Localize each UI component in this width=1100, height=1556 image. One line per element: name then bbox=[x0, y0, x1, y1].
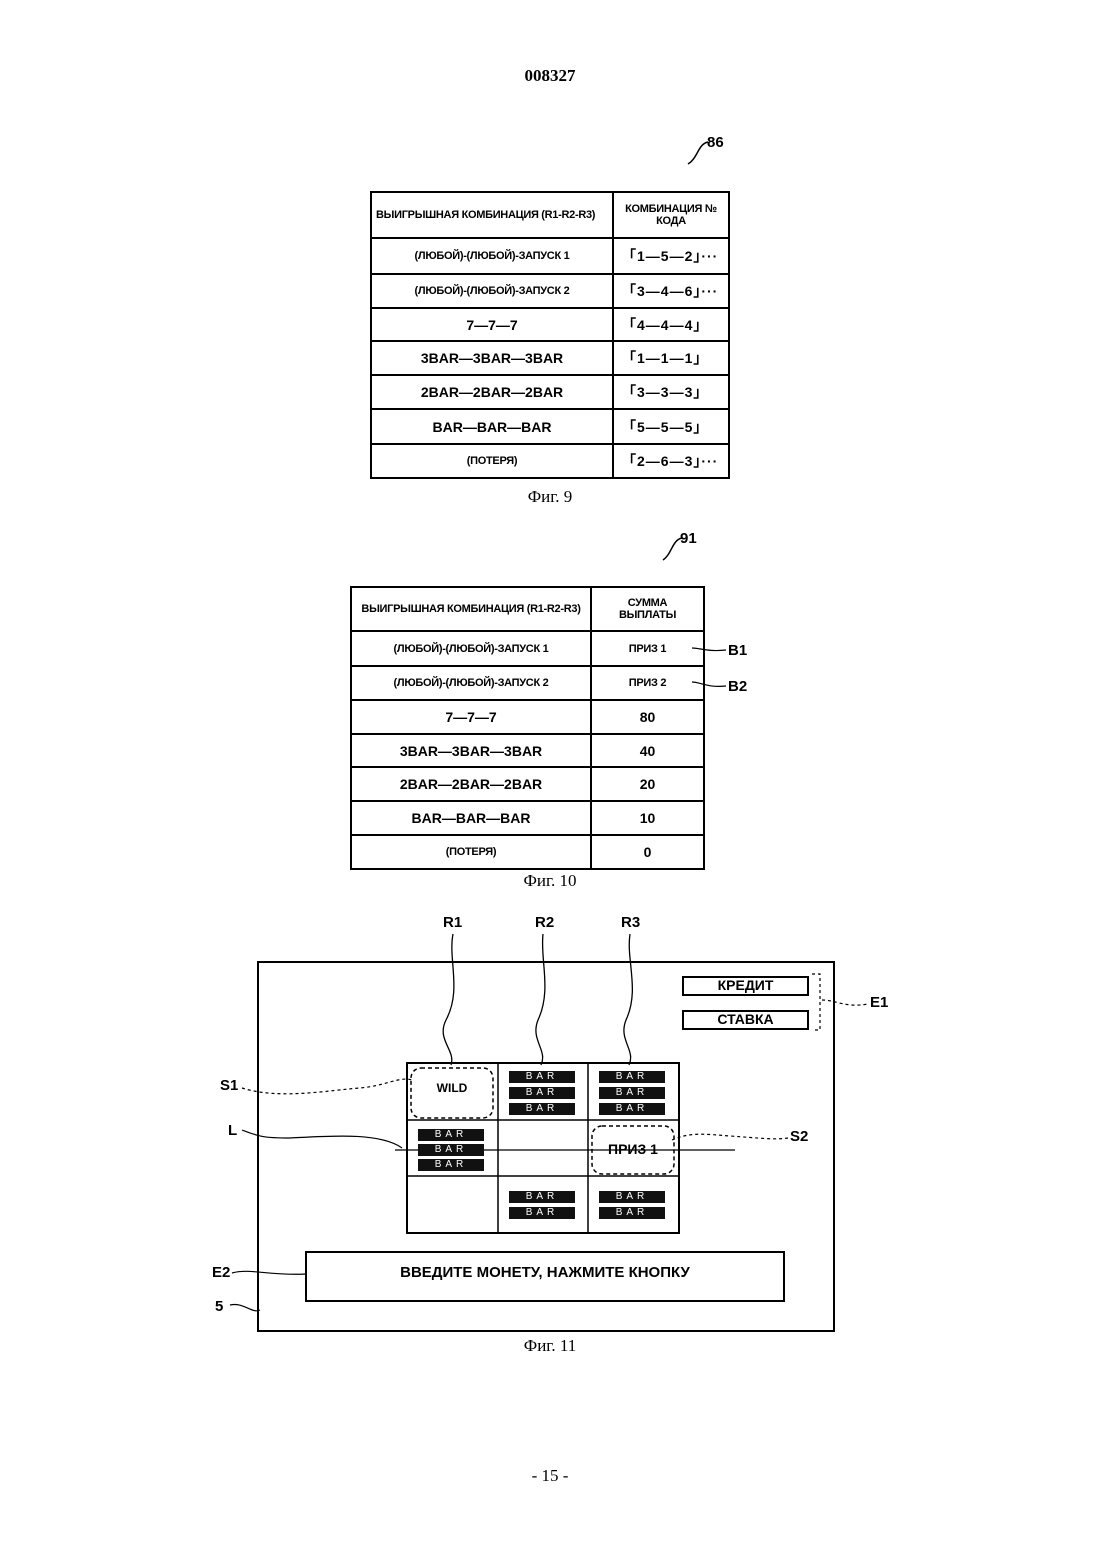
table-row: ВЫИГРЫШНАЯ КОМБИНАЦИЯ (R1-R2-R3) КОМБИНА… bbox=[371, 192, 729, 238]
fig11-caption: Фиг. 11 bbox=[0, 1336, 1100, 1356]
fig10-caption: Фиг. 10 bbox=[0, 871, 1100, 891]
bar-symbol: BAR bbox=[509, 1207, 575, 1219]
table-row: 7—7—780 bbox=[351, 700, 704, 734]
cell: 「5—5—5」 bbox=[613, 409, 729, 444]
header-cell: ВЫИГРЫШНАЯ КОМБИНАЦИЯ (R1-R2-R3) bbox=[351, 587, 591, 631]
table-row: 2BAR—2BAR—2BAR20 bbox=[351, 767, 704, 801]
cell: (ЛЮБОЙ)-(ЛЮБОЙ)-ЗАПУСК 1 bbox=[371, 238, 613, 274]
bar-symbol: BAR bbox=[599, 1103, 665, 1115]
label-b1: B1 bbox=[728, 642, 747, 659]
cell: 10 bbox=[591, 801, 704, 835]
fig10-ref-leader bbox=[660, 536, 688, 566]
bar-symbol: BAR bbox=[599, 1191, 665, 1203]
cell: 「1—5—2」··· bbox=[613, 238, 729, 274]
reel-label-r2: R2 bbox=[535, 914, 554, 931]
fig10-b-leaders bbox=[690, 640, 730, 700]
table-row: (ЛЮБОЙ)-(ЛЮБОЙ)-ЗАПУСК 1「1—5—2」··· bbox=[371, 238, 729, 274]
message-text: ВВЕДИТЕ МОНЕТУ, НАЖМИТЕ КНОПКУ bbox=[306, 1264, 784, 1281]
cell: 20 bbox=[591, 767, 704, 801]
cell: (ЛЮБОЙ)-(ЛЮБОЙ)-ЗАПУСК 2 bbox=[351, 666, 591, 700]
cell: ПРИЗ 2 bbox=[591, 666, 704, 700]
bet-label: СТАВКА bbox=[683, 1011, 808, 1027]
fig9-ref-leader bbox=[684, 140, 714, 170]
fig10-table: ВЫИГРЫШНАЯ КОМБИНАЦИЯ (R1-R2-R3) СУММА В… bbox=[350, 586, 705, 870]
cell: 80 bbox=[591, 700, 704, 734]
label-e1: E1 bbox=[870, 994, 888, 1011]
cell: BAR—BAR—BAR bbox=[371, 409, 613, 444]
header-cell: ВЫИГРЫШНАЯ КОМБИНАЦИЯ (R1-R2-R3) bbox=[371, 192, 613, 238]
cell: 「3—4—6」··· bbox=[613, 274, 729, 308]
header-cell: КОМБИНАЦИЯ № КОДА bbox=[613, 192, 729, 238]
cell: (ЛЮБОЙ)-(ЛЮБОЙ)-ЗАПУСК 2 bbox=[371, 274, 613, 308]
label-s1: S1 bbox=[220, 1077, 238, 1094]
table-row: (ПОТЕРЯ)0 bbox=[351, 835, 704, 869]
bar-symbol: BAR bbox=[509, 1071, 575, 1083]
bar-symbol: BAR bbox=[599, 1207, 665, 1219]
table-row: (ЛЮБОЙ)-(ЛЮБОЙ)-ЗАПУСК 2ПРИЗ 2 bbox=[351, 666, 704, 700]
table-row: 2BAR—2BAR—2BAR「3—3—3」 bbox=[371, 375, 729, 409]
table-row: BAR—BAR—BAR10 bbox=[351, 801, 704, 835]
bar-symbol: BAR bbox=[599, 1087, 665, 1099]
prize-symbol: ПРИЗ 1 bbox=[592, 1141, 674, 1157]
cell: (ПОТЕРЯ) bbox=[351, 835, 591, 869]
credit-label: КРЕДИТ bbox=[683, 977, 808, 993]
reel-label-r1: R1 bbox=[443, 914, 462, 931]
cell: 「4—4—4」 bbox=[613, 308, 729, 341]
table-row: ВЫИГРЫШНАЯ КОМБИНАЦИЯ (R1-R2-R3) СУММА В… bbox=[351, 587, 704, 631]
page-footer-number: - 15 - bbox=[0, 1466, 1100, 1486]
label-l: L bbox=[228, 1122, 237, 1139]
cell: 「1—1—1」 bbox=[613, 341, 729, 375]
bar-symbol: BAR bbox=[418, 1159, 484, 1171]
table-row: (ЛЮБОЙ)-(ЛЮБОЙ)-ЗАПУСК 1ПРИЗ 1 bbox=[351, 631, 704, 666]
cell: (ЛЮБОЙ)-(ЛЮБОЙ)-ЗАПУСК 1 bbox=[351, 631, 591, 666]
document-number: 008327 bbox=[0, 66, 1100, 86]
table-row: (ПОТЕРЯ)「2—6—3」··· bbox=[371, 444, 729, 478]
cell: 3BAR—3BAR—3BAR bbox=[371, 341, 613, 375]
header-cell: СУММА ВЫПЛАТЫ bbox=[591, 587, 704, 631]
reel-label-r3: R3 bbox=[621, 914, 640, 931]
bar-symbol: BAR bbox=[509, 1087, 575, 1099]
wild-symbol: WILD bbox=[411, 1081, 493, 1095]
fig9-table: ВЫИГРЫШНАЯ КОМБИНАЦИЯ (R1-R2-R3) КОМБИНА… bbox=[370, 191, 730, 479]
bar-symbol: BAR bbox=[509, 1103, 575, 1115]
cell: (ПОТЕРЯ) bbox=[371, 444, 613, 478]
table-row: 3BAR—3BAR—3BAR「1—1—1」 bbox=[371, 341, 729, 375]
table-row: 3BAR—3BAR—3BAR40 bbox=[351, 734, 704, 767]
cell: 40 bbox=[591, 734, 704, 767]
label-e2: E2 bbox=[212, 1264, 230, 1281]
table-row: 7—7—7「4—4—4」 bbox=[371, 308, 729, 341]
cell: 7—7—7 bbox=[371, 308, 613, 341]
fig9-caption: Фиг. 9 bbox=[0, 487, 1100, 507]
cell: 0 bbox=[591, 835, 704, 869]
bar-symbol: BAR bbox=[418, 1129, 484, 1141]
table-row: (ЛЮБОЙ)-(ЛЮБОЙ)-ЗАПУСК 2「3—4—6」··· bbox=[371, 274, 729, 308]
cell: 7—7—7 bbox=[351, 700, 591, 734]
label-5: 5 bbox=[215, 1298, 223, 1315]
bar-symbol: BAR bbox=[509, 1191, 575, 1203]
bar-symbol: BAR bbox=[418, 1144, 484, 1156]
cell: 「2—6—3」··· bbox=[613, 444, 729, 478]
cell: 2BAR—2BAR—2BAR bbox=[371, 375, 613, 409]
cell: 「3—3—3」 bbox=[613, 375, 729, 409]
cell: BAR—BAR—BAR bbox=[351, 801, 591, 835]
label-s2: S2 bbox=[790, 1128, 808, 1145]
cell: 3BAR—3BAR—3BAR bbox=[351, 734, 591, 767]
table-row: BAR—BAR—BAR「5—5—5」 bbox=[371, 409, 729, 444]
cell: ПРИЗ 1 bbox=[591, 631, 704, 666]
bar-symbol: BAR bbox=[599, 1071, 665, 1083]
label-b2: B2 bbox=[728, 678, 747, 695]
cell: 2BAR—2BAR—2BAR bbox=[351, 767, 591, 801]
